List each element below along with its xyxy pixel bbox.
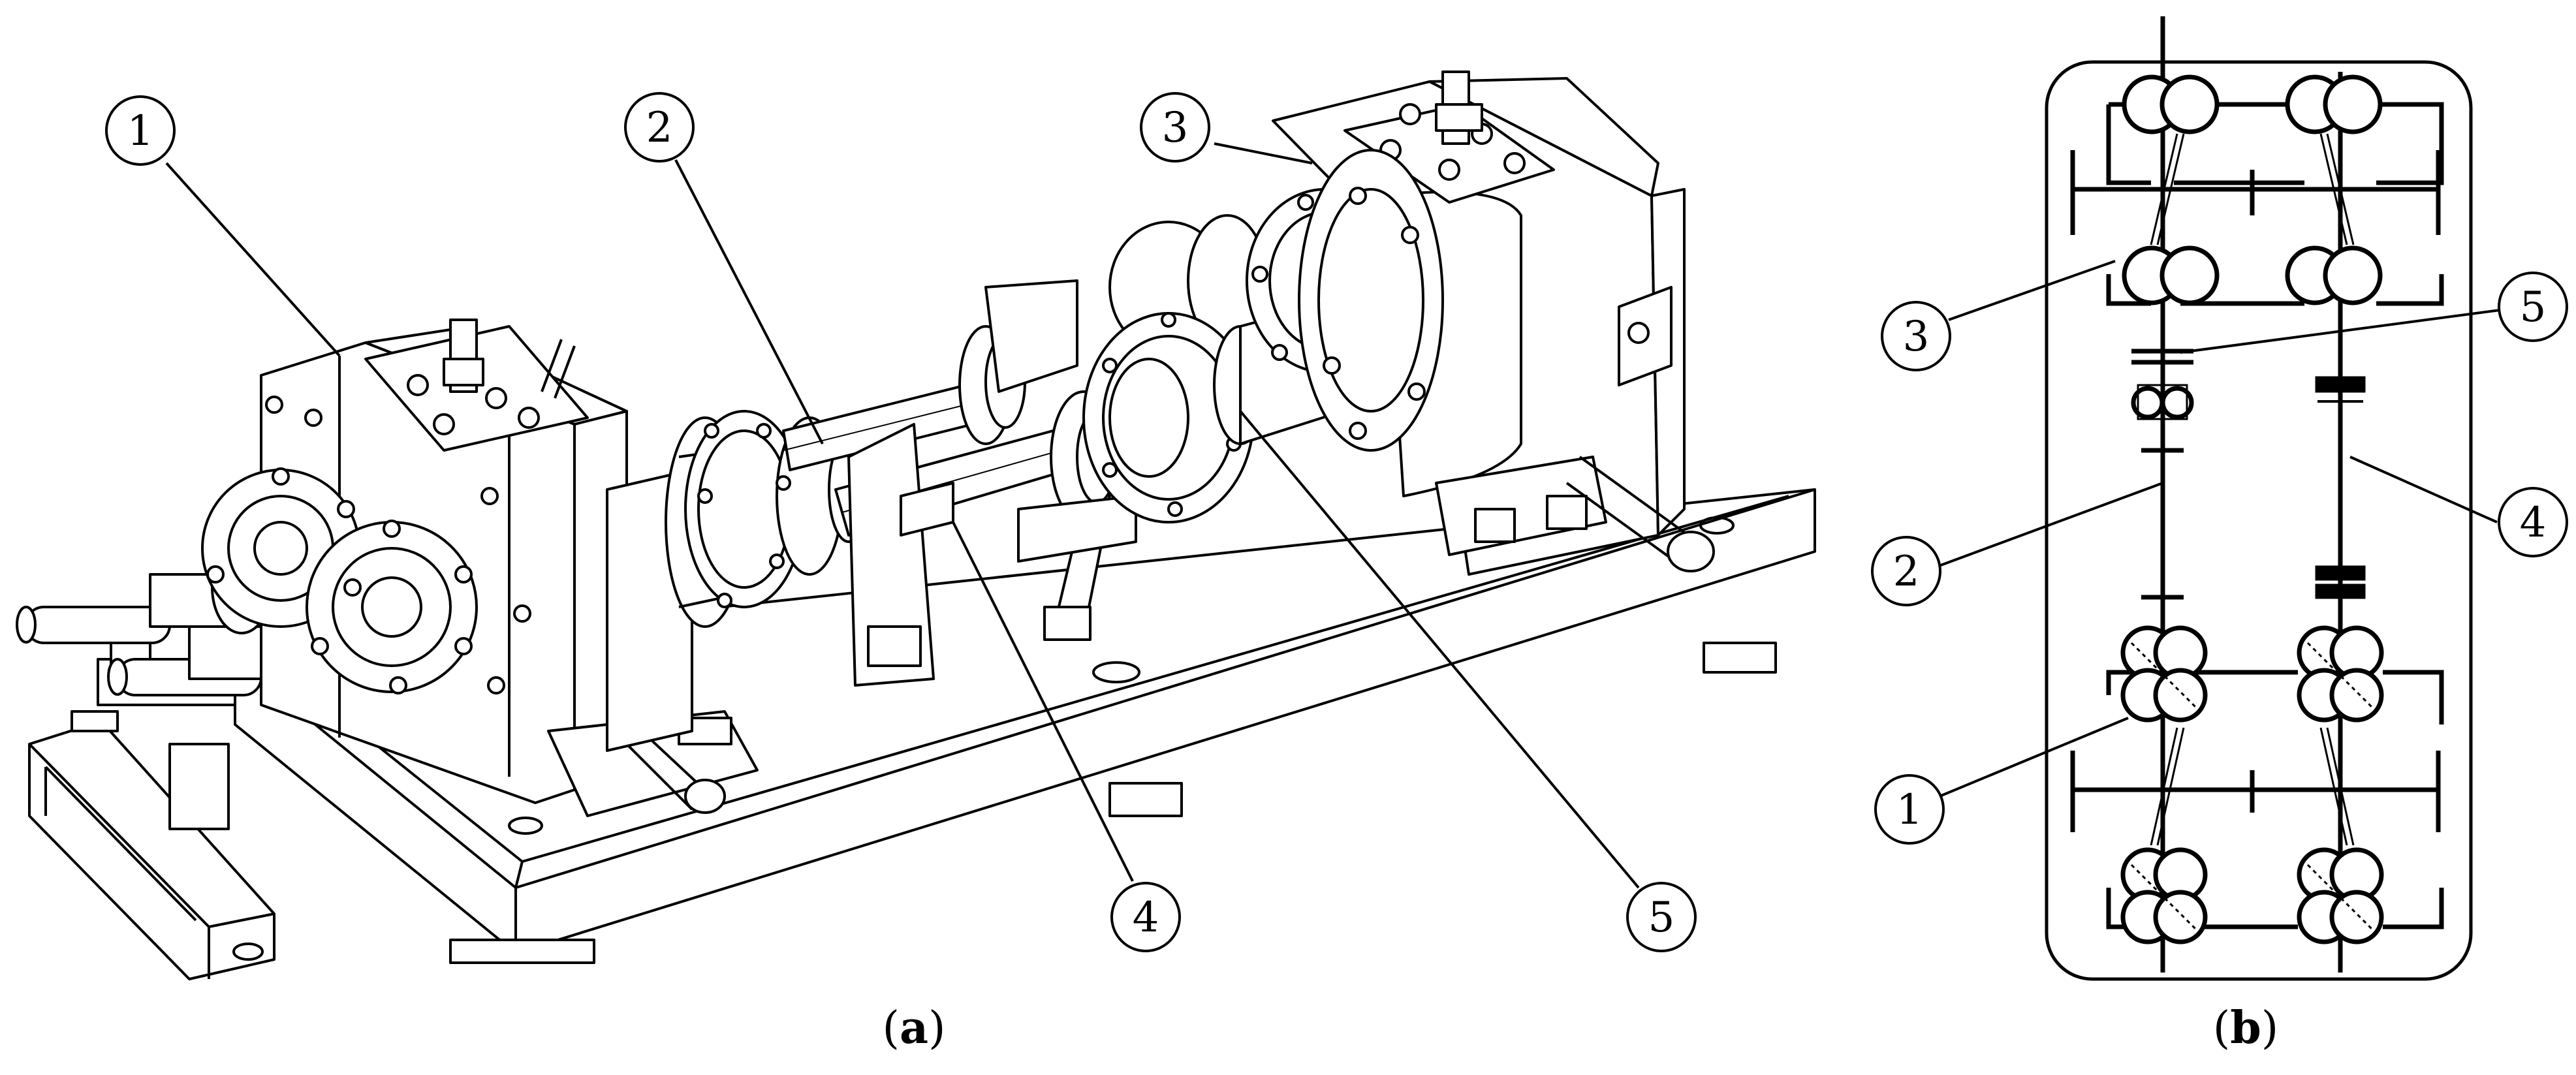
callouts-a: 1 2 3 4 5 [105, 92, 1697, 952]
callout-b-1-label: 1 [1896, 786, 1923, 834]
schematic-gearbox-1 [2070, 625, 2444, 944]
callout-b-5-label: 5 [2520, 283, 2547, 332]
callout-a-5: 5 [1626, 882, 1697, 952]
callout-b-4: 4 [2498, 487, 2568, 557]
caption-b: (b) [2213, 1002, 2279, 1054]
callouts-b: 3 5 2 4 1 [1871, 272, 2568, 845]
callout-b-2: 2 [1871, 536, 1941, 606]
bearing-supports [847, 279, 1137, 687]
callout-b-4-label: 4 [2520, 499, 2547, 547]
callout-b-2-label: 2 [1893, 548, 1920, 596]
callout-b-5: 5 [2498, 272, 2568, 342]
callout-a-2-label: 2 [646, 104, 673, 152]
callout-a-3-label: 3 [1162, 104, 1189, 152]
callout-b-3: 3 [1881, 301, 1951, 371]
panel-b-schematic [1915, 16, 2501, 981]
callout-a-1-label: 1 [127, 107, 154, 155]
callout-leaders-a [165, 142, 1640, 889]
callout-a-5-label: 5 [1648, 894, 1675, 942]
schematic-boundary [2045, 60, 2473, 981]
gearbox-3 [1272, 70, 1715, 576]
callout-a-4-label: 4 [1133, 894, 1159, 942]
callout-a-2: 2 [624, 92, 695, 163]
schematic-couplings [2131, 349, 2366, 600]
callout-a-1: 1 [105, 95, 176, 166]
caption-a: (a) [882, 1002, 945, 1054]
panel-a-rig-drawing [16, 70, 1816, 980]
schematic-gearbox-3 [2070, 74, 2444, 306]
callout-leaders-b [1915, 260, 2501, 807]
callout-a-3: 3 [1140, 92, 1210, 163]
callout-b-1: 1 [1874, 774, 1945, 845]
callout-b-3-label: 3 [1903, 313, 1930, 361]
callout-a-4: 4 [1110, 882, 1181, 952]
